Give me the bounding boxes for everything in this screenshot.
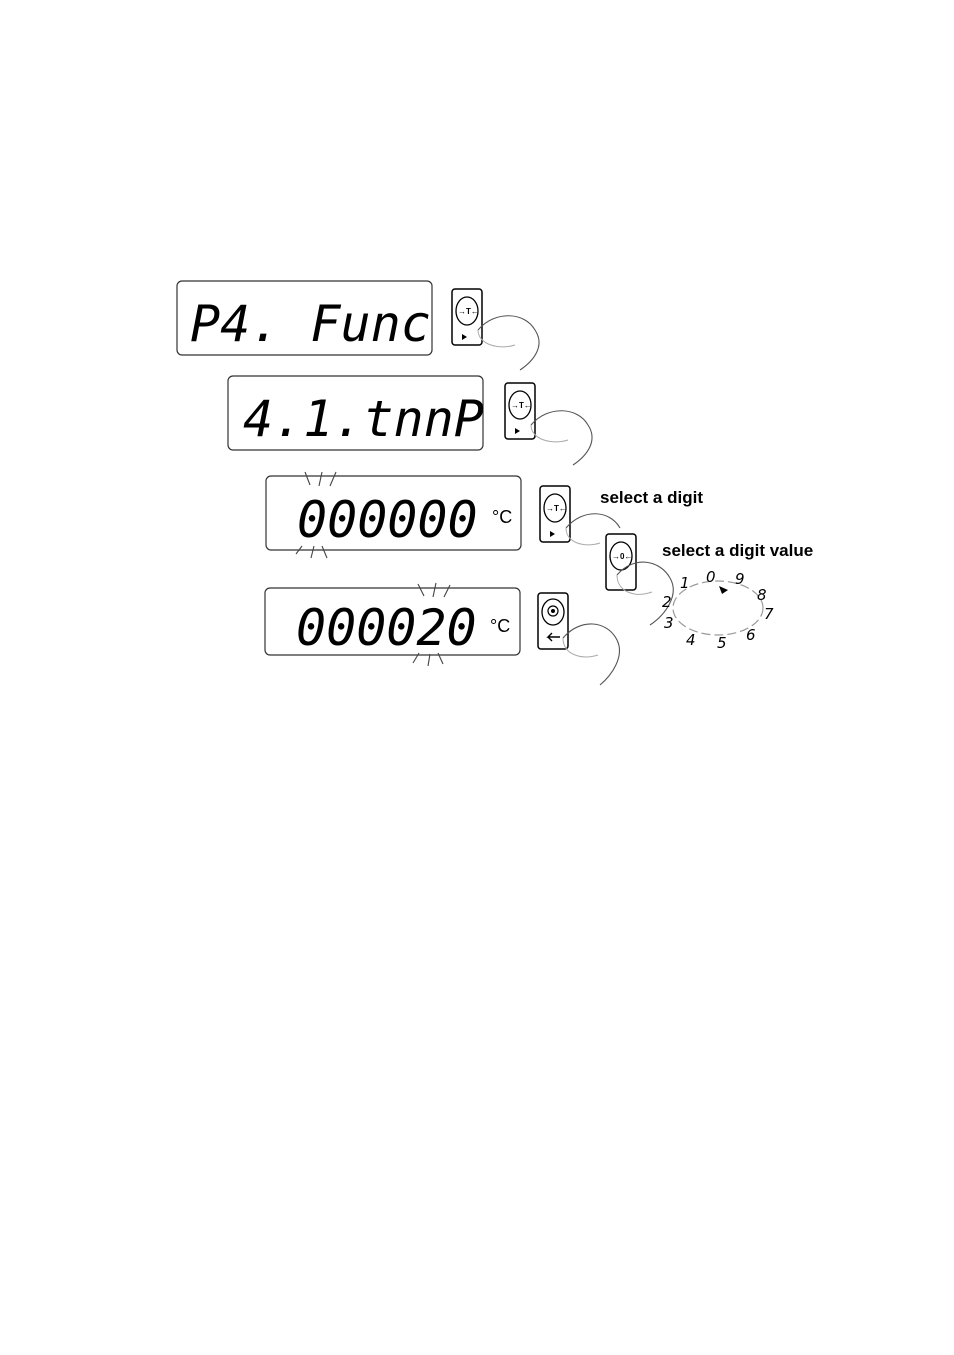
dial-digit-2: 2 [662,593,672,611]
tare-key-1[interactable]: →T← [452,289,482,345]
display-41-text: 4.1.tnnP [243,390,484,448]
select-digit-label: select a digit [600,488,703,507]
tare-key-3-label: →T← [546,504,567,513]
finger-icon [566,514,620,528]
display-select-text: 000000 [297,491,478,549]
display-value-unit: °C [490,616,510,636]
fingernail-icon [531,425,568,442]
display-4-1-tmp: 4.1.tnnP [228,376,484,450]
finger-icon [531,411,592,465]
tare-key-2[interactable]: →T← [505,383,535,439]
dial-digit-5: 5 [717,634,727,652]
tare-key-1-label: →T← [458,307,479,316]
zero-key[interactable]: →0← [606,534,636,590]
tare-key-2-label: →T← [511,401,532,410]
dial-digit-9: 9 [735,570,745,588]
dial-digit-4: 4 [686,631,696,649]
display-select-unit: °C [492,507,512,527]
dial-digit-0: 0 [706,568,716,586]
display-digit-value: 000020 °C [265,583,520,666]
dial-digit-7: 7 [764,605,774,623]
display-p4-func: P4. Func [177,281,432,355]
finger-icon [563,624,619,685]
select-value-label: select a digit value [662,541,813,560]
display-value-text: 000020 [296,599,477,657]
finger-icon [478,316,539,370]
zero-key-label: →0← [612,552,632,561]
fingernail-icon [478,330,515,347]
display-p4-text: P4. Func [190,295,431,353]
display-select-digit: 000000 °C [266,472,521,558]
tare-key-3[interactable]: →T← [540,486,570,542]
dial-digit-1: 1 [680,574,690,592]
dial-digit-6: 6 [746,626,756,644]
fingernail-icon [566,528,600,545]
dial-digit-8: 8 [757,586,767,604]
digit-dial: 0 9 8 7 6 5 4 3 2 1 [662,568,774,652]
rotation-arrow-icon [719,586,728,594]
dial-digit-3: 3 [664,614,674,632]
